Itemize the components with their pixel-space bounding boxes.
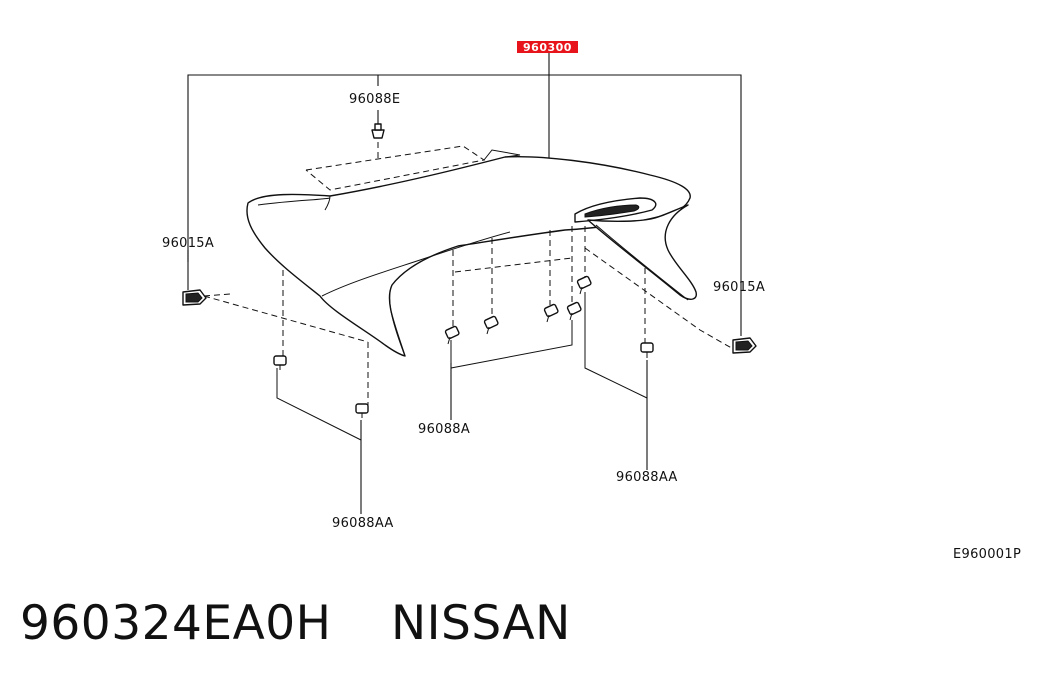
screw-right-label[interactable]: 96088AA xyxy=(616,470,678,485)
drawing-code-label: E960001P xyxy=(953,547,1021,562)
main-part-callout-label[interactable]: 960300 xyxy=(523,41,572,54)
clip-top-icon[interactable] xyxy=(371,123,385,139)
bracket-lines xyxy=(276,292,648,441)
part-caption: 960324EA0H NISSAN xyxy=(20,596,571,651)
screw-icons xyxy=(273,275,654,418)
clip-left-label[interactable]: 96015A xyxy=(162,236,214,251)
mounting-guide-lines xyxy=(203,226,736,405)
screw-left-upper-icon[interactable] xyxy=(273,355,287,370)
screw-center-label[interactable]: 96088A xyxy=(418,422,470,437)
screw-left-lower-icon[interactable] xyxy=(355,403,369,418)
screw-left-label[interactable]: 96088AA xyxy=(332,516,394,531)
screw-center-4-icon[interactable] xyxy=(566,301,582,321)
leader-lines xyxy=(187,53,742,514)
clip-left-icon[interactable] xyxy=(182,289,207,306)
part-number: 960324EA0H xyxy=(20,596,332,651)
screw-center-3-icon[interactable] xyxy=(543,303,559,323)
clip-right-icon[interactable] xyxy=(732,337,757,354)
main-part-callout-box[interactable] xyxy=(517,41,578,53)
screw-center-1-icon[interactable] xyxy=(444,325,460,345)
clip-right-label[interactable]: 96015A xyxy=(713,280,765,295)
brand-name: NISSAN xyxy=(390,596,571,651)
clip-top-label[interactable]: 96088E xyxy=(349,92,400,107)
screw-right-icon[interactable] xyxy=(640,342,654,358)
rear-spoiler-illustration xyxy=(246,142,697,357)
screw-center-5-icon[interactable] xyxy=(576,275,592,295)
screw-center-2-icon[interactable] xyxy=(483,315,499,335)
